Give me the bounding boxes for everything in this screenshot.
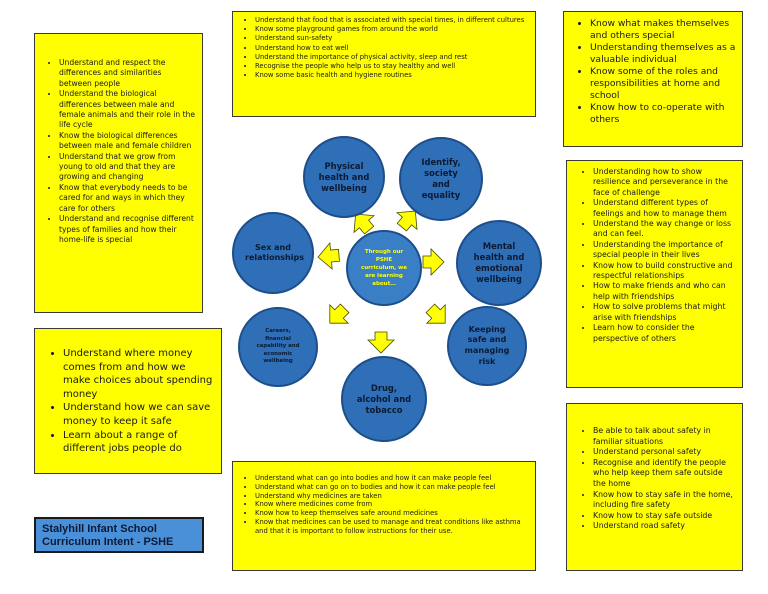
list-item: Be able to talk about safety in familiar… [593,426,736,447]
box-top-center-list: Understand that food that is associated … [239,16,529,80]
box-mid-right-list: Understanding how to show resilience and… [577,167,736,344]
circle-careers: Careers, financial capability and econom… [238,307,318,387]
box-mid-left-list: Understand where money comes from and ho… [47,347,215,456]
list-item: Understand and respect the differences a… [59,58,196,89]
circle-sex-relationships-label: Sex and relationships [245,242,304,262]
list-item: Understand what can go on to bodies and … [255,483,529,492]
list-item: Know that everybody needs to be cared fo… [59,183,196,214]
box-top-left: Understand and respect the differences a… [34,33,203,313]
circle-drug-alcohol-label: Drug, alcohol and tobacco [356,382,412,415]
list-item: Understand that food that is associated … [255,16,529,25]
circle-mental-health: Mental health and emotional wellbeing [456,220,542,306]
list-item: Know some playground games from around t… [255,25,529,34]
center-circle-label: Through our PSHE curriculum, we are lear… [360,249,407,287]
box-top-right: Know what makes themselves and others sp… [563,11,743,147]
circle-sex-relationships: Sex and relationships [232,212,314,294]
school-title-box: Stalyhill Infant School Curriculum Inten… [34,517,204,553]
box-mid-right: Understanding how to show resilience and… [566,160,743,388]
box-top-center: Understand that food that is associated … [232,11,536,117]
circle-mental-health-label: Mental health and emotional wellbeing [473,241,525,284]
list-item: Understanding the importance of special … [593,240,736,261]
arrow-to-safe [420,298,455,333]
circle-careers-label: Careers, financial capability and econom… [256,328,300,365]
list-item: Learn how to consider the perspective of… [593,323,736,344]
list-item: Understanding how to show resilience and… [593,167,736,198]
circle-keeping-safe: Keeping safe and managing risk [447,306,527,386]
list-item: How to make friends and who can help wit… [593,281,736,302]
list-item: Understand different types of feelings a… [593,198,736,219]
circle-drug-alcohol: Drug, alcohol and tobacco [341,356,427,442]
circle-physical-health-label: Physical health and wellbeing [318,160,370,193]
list-item: Know what makes themselves and others sp… [590,18,736,42]
box-top-right-list: Know what makes themselves and others sp… [574,18,736,126]
list-item: Understand the way change or loss and ca… [593,219,736,240]
list-item: Know how to stay safe outside [593,511,736,522]
box-mid-left: Understand where money comes from and ho… [34,328,222,474]
box-top-left-list: Understand and respect the differences a… [43,58,196,245]
list-item: Understand and recognise different types… [59,214,196,245]
list-item: Understanding themselves as a valuable i… [590,42,736,66]
arrow-to-drug [367,331,395,354]
box-bottom-right: Be able to talk about safety in familiar… [566,403,743,571]
circle-physical-health: Physical health and wellbeing [303,136,385,218]
arrow-to-mental [422,248,445,276]
list-item: Understand sun-safety [255,34,529,43]
school-name: Stalyhill Infant School [42,523,157,535]
center-circle: Through our PSHE curriculum, we are lear… [346,230,422,306]
list-item: Understand how we can save money to keep… [63,401,215,428]
list-item: Know how to build constructive and respe… [593,261,736,282]
list-item: Understand that we grow from young to ol… [59,152,196,183]
list-item: Know how to stay safe in the home, inclu… [593,490,736,511]
list-item: Understand how to eat well [255,44,529,53]
list-item: Know the biological differences between … [59,131,196,152]
list-item: Understand what can go into bodies and h… [255,474,529,483]
circle-identity-label: Identify, society and equality [421,157,461,200]
box-bottom-center: Understand what can go into bodies and h… [232,461,536,571]
list-item: Know some basic health and hygiene routi… [255,71,529,80]
list-item: Know how to co-operate with others [590,102,736,126]
list-item: Understand the importance of physical ac… [255,53,529,62]
curriculum-title: Curriculum Intent - PSHE [42,536,174,548]
list-item: Understand personal safety [593,447,736,458]
list-item: Recognise and identify the people who he… [593,458,736,490]
list-item: Understand where money comes from and ho… [63,347,215,401]
list-item: Understand why medicines are taken [255,492,529,501]
list-item: Know that medicines can be used to manag… [255,518,529,536]
box-bottom-right-list: Be able to talk about safety in familiar… [577,426,736,532]
list-item: Know where medicines come from [255,500,529,509]
box-bottom-center-list: Understand what can go into bodies and h… [239,474,529,536]
list-item: Understand the biological differences be… [59,89,196,131]
list-item: How to solve problems that might arise w… [593,302,736,323]
circle-keeping-safe-label: Keeping safe and managing risk [464,324,510,366]
list-item: Know how to keep themselves safe around … [255,509,529,518]
arrow-to-sex [316,241,341,271]
arrow-to-careers [320,298,355,333]
list-item: Recognise the people who help us to stay… [255,62,529,71]
list-item: Learn about a range of different jobs pe… [63,429,215,456]
list-item: Understand road safety [593,521,736,532]
circle-identity: Identify, society and equality [399,137,483,221]
list-item: Know some of the roles and responsibilit… [590,66,736,102]
